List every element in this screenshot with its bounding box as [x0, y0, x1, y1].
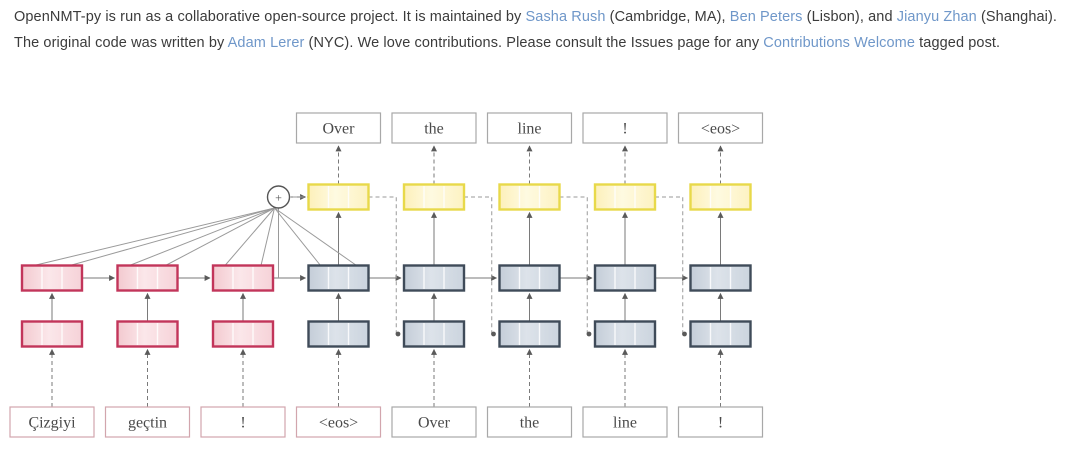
decoder-cell [689, 264, 752, 292]
intro-text: (NYC). We love contributions. Please con… [304, 35, 764, 51]
input-token-token: ! [200, 406, 286, 438]
encoder-cell [211, 264, 275, 292]
svg-text:line: line [613, 415, 637, 432]
intro-text: (Shanghai). The original code was writte… [14, 9, 1058, 51]
intro-paragraph: OpenNMT-py is run as a collaborative ope… [14, 4, 1066, 56]
attention-sum-node: + [266, 185, 291, 209]
output-token-token: line [486, 112, 573, 144]
svg-text:Over: Over [418, 415, 451, 432]
svg-text:line: line [518, 121, 542, 138]
input-token-token: ! [677, 406, 764, 438]
input-token-token: <eos> [295, 406, 382, 438]
decoder-cell [689, 320, 752, 348]
seq2seq-attention-figure: + Çizgiyi geçtin! <eos> Over the line! Over the… [0, 96, 1080, 456]
attention-cell [689, 183, 752, 211]
input-token-token: line [582, 406, 668, 438]
input-token-token: geçtin [104, 406, 191, 438]
intro-link[interactable]: Jianyu Zhan [896, 9, 977, 25]
svg-text:Çizgiyi: Çizgiyi [28, 415, 76, 432]
input-token-token: Çizgiyi [9, 406, 95, 438]
attention-cell [307, 183, 370, 211]
svg-text:geçtin: geçtin [128, 415, 167, 432]
svg-text:<eos>: <eos> [701, 121, 740, 138]
intro-link[interactable]: Ben Peters [729, 9, 803, 25]
encoder-cell [116, 264, 179, 292]
svg-text:+: + [275, 191, 282, 205]
input-token-token: the [486, 406, 573, 438]
input-token-token: Over [391, 406, 477, 438]
decoder-cell [402, 320, 466, 348]
intro-text: (Lisbon), and [802, 9, 897, 25]
output-token-token: the [391, 112, 477, 144]
intro-text: OpenNMT-py is run as a collaborative ope… [14, 9, 526, 25]
intro-text: tagged post. [915, 35, 1001, 51]
encoder-cell [20, 264, 84, 292]
output-token-token: <eos> [677, 112, 764, 144]
output-token-token: ! [582, 112, 668, 144]
attention-cell [593, 183, 657, 211]
intro-text: (Cambridge, MA), [605, 9, 730, 25]
decoder-cell [593, 264, 657, 292]
figure-blocks: + [20, 183, 752, 348]
decoder-cell [307, 320, 370, 348]
decoder-cell [498, 320, 561, 348]
figure-tokens: Çizgiyi geçtin! <eos> Over the line! Over the li… [9, 112, 764, 438]
output-token-token: Over [295, 112, 382, 144]
encoder-cell [20, 320, 84, 348]
encoder-cell [116, 320, 179, 348]
svg-text:Over: Over [323, 121, 356, 138]
svg-text:the: the [424, 121, 444, 138]
attention-cell [402, 183, 466, 211]
svg-text:!: ! [718, 415, 723, 432]
svg-text:the: the [520, 415, 540, 432]
encoder-cell [211, 320, 275, 348]
intro-link[interactable]: Adam Lerer [227, 35, 305, 51]
svg-text:!: ! [622, 121, 627, 138]
decoder-cell [498, 264, 561, 292]
decoder-cell [593, 320, 657, 348]
intro-link[interactable]: Sasha Rush [525, 9, 606, 25]
svg-text:!: ! [240, 415, 245, 432]
intro-link[interactable]: Contributions Welcome [763, 35, 916, 51]
attention-cell [498, 183, 561, 211]
decoder-cell [307, 264, 370, 292]
svg-text:<eos>: <eos> [319, 415, 358, 432]
decoder-cell [402, 264, 466, 292]
